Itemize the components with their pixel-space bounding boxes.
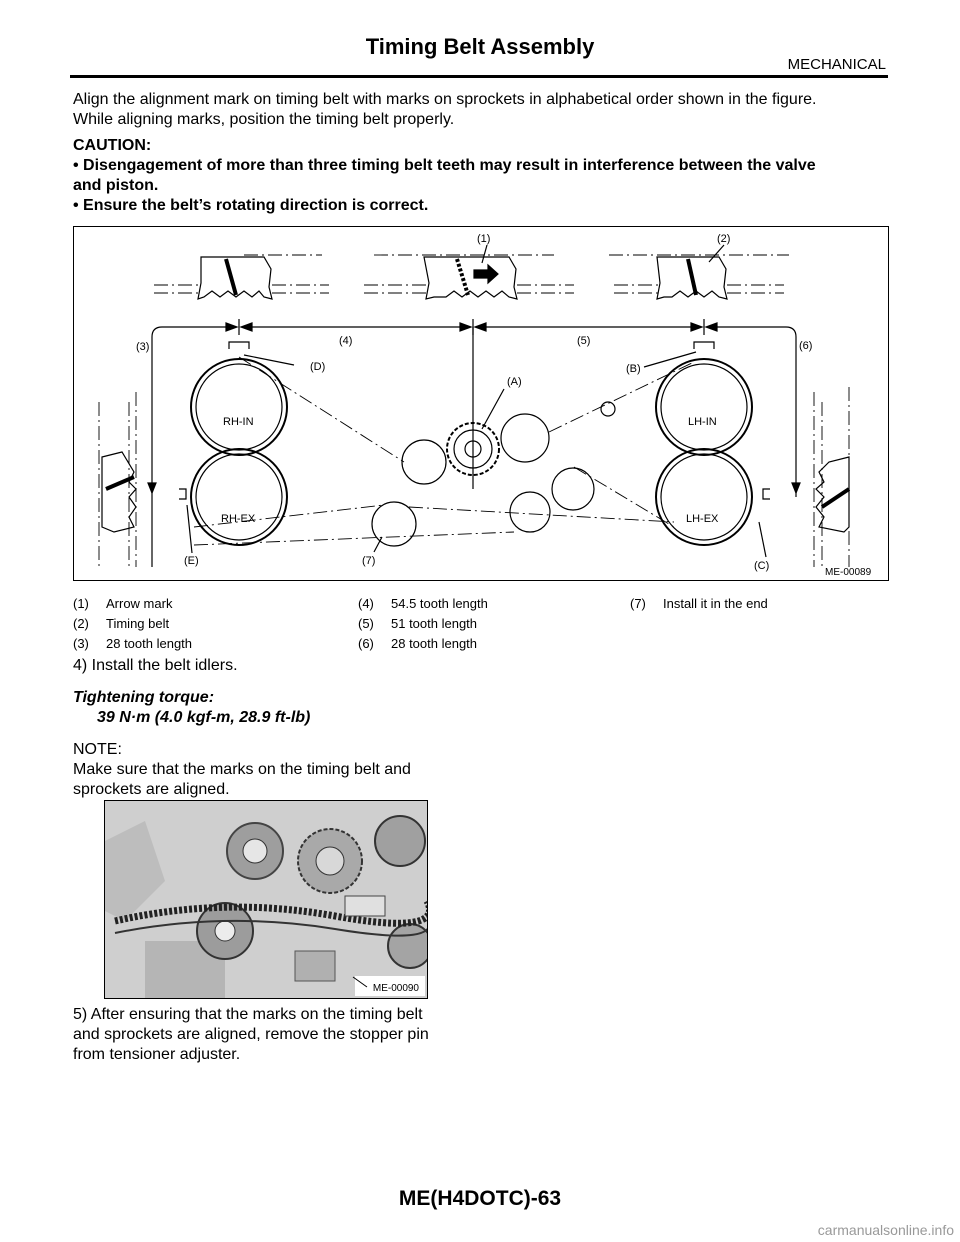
legend-item: (1)Arrow mark bbox=[73, 596, 173, 611]
caution-item-1: • Disengagement of more than three timin… bbox=[73, 157, 816, 174]
section-label: MECHANICAL bbox=[787, 56, 886, 73]
step-5-block: 5) After ensuring that the marks on the … bbox=[73, 1005, 463, 1065]
label-lh-ex: LH-EX bbox=[686, 513, 719, 525]
idler-1 bbox=[401, 439, 447, 485]
caution-item-2: • Ensure the belt’s rotating direction i… bbox=[73, 197, 429, 214]
callout-a: (A) bbox=[507, 376, 522, 388]
label-lh-in: LH-IN bbox=[688, 416, 717, 428]
page-number: ME(H4DOTC)-63 bbox=[398, 1187, 562, 1210]
rh-in-sprocket bbox=[190, 358, 288, 456]
torque-value: 39 N·m (4.0 kgf-m, 28.9 ft-lb) bbox=[97, 709, 311, 726]
note-line-1: Make sure that the marks on the timing b… bbox=[73, 761, 411, 778]
legend-item: (7)Install it in the end bbox=[630, 596, 768, 611]
legend-item: (4)54.5 tooth length bbox=[358, 596, 488, 611]
legend-item: (3)28 tooth length bbox=[73, 636, 193, 651]
step-5-line-1: 5) After ensuring that the marks on the … bbox=[73, 1006, 423, 1023]
page-title: Timing Belt Assembly bbox=[365, 34, 595, 59]
tooth-length-dimension bbox=[147, 319, 801, 567]
callout-d: (D) bbox=[310, 361, 325, 373]
step-4-block: 4) Install the belt idlers. Tightening t… bbox=[73, 656, 463, 800]
callout-2: (2) bbox=[717, 233, 730, 245]
belt-segment-right bbox=[656, 256, 728, 300]
callout-4: (4) bbox=[339, 335, 352, 347]
callout-3: (3) bbox=[136, 341, 149, 353]
caution-item-1-cont: and piston. bbox=[73, 177, 159, 194]
idler-3 bbox=[551, 467, 595, 511]
torque-label: Tightening torque: bbox=[73, 689, 215, 706]
belt-segment-center bbox=[423, 256, 518, 300]
callout-b: (B) bbox=[626, 363, 641, 375]
figure-id-1: ME-00089 bbox=[825, 567, 872, 578]
site-watermark: carmanualsonline.info bbox=[817, 1222, 954, 1238]
belt-side-right bbox=[815, 456, 851, 533]
step-5-line-3: from tensioner adjuster. bbox=[73, 1046, 241, 1063]
rh-ex-sprocket bbox=[190, 448, 288, 546]
engine-photo-figure: ME-00090 bbox=[104, 800, 433, 999]
callout-1: (1) bbox=[477, 233, 490, 245]
label-rh-ex: RH-EX bbox=[221, 513, 256, 525]
timing-belt-alignment-figure: (1) (2) (3) (4) (5) (6) (7) (A) (B) (C) … bbox=[73, 226, 889, 581]
step-5-line-2: and sprockets are aligned, remove the st… bbox=[73, 1026, 429, 1043]
callout-7: (7) bbox=[362, 555, 375, 567]
callout-6: (6) bbox=[799, 340, 812, 352]
step-4-text: 4) Install the belt idlers. bbox=[73, 657, 238, 674]
legend-item: (5)51 tooth length bbox=[358, 616, 478, 631]
tensioner-pulley bbox=[600, 401, 616, 417]
belt-side-left bbox=[101, 451, 137, 533]
callout-5: (5) bbox=[577, 335, 590, 347]
label-rh-in: RH-IN bbox=[223, 416, 254, 428]
legend-item: (2)Timing belt bbox=[73, 616, 170, 631]
figure-id-2: ME-00090 bbox=[370, 983, 421, 994]
caution-heading: CAUTION: bbox=[73, 137, 152, 154]
note-line-2: sprockets are aligned. bbox=[73, 781, 230, 798]
header-divider bbox=[70, 75, 888, 78]
note-label: NOTE: bbox=[73, 741, 122, 758]
crank-sprocket bbox=[446, 422, 500, 476]
intro-line-1: Align the alignment mark on timing belt … bbox=[73, 91, 817, 108]
callout-c: (C) bbox=[754, 560, 769, 572]
caution-block: CAUTION: • Disengagement of more than th… bbox=[73, 136, 888, 216]
callout-e: (E) bbox=[184, 555, 199, 567]
timing-belt-diagram: (1) (2) (3) (4) (5) (6) (7) (A) (B) (C) … bbox=[98, 233, 872, 578]
idler-4 bbox=[371, 501, 417, 547]
intro-line-2: While aligning marks, position the timin… bbox=[73, 111, 455, 128]
legend-item: (6)28 tooth length bbox=[358, 636, 478, 651]
idler-2 bbox=[500, 413, 550, 463]
engine-photo bbox=[105, 801, 433, 998]
lh-ex-sprocket bbox=[655, 448, 753, 546]
belt-segment-left bbox=[197, 256, 273, 300]
idler-5 bbox=[509, 491, 551, 533]
intro-paragraph: Align the alignment mark on timing belt … bbox=[73, 90, 888, 130]
lh-in-sprocket bbox=[655, 358, 753, 456]
